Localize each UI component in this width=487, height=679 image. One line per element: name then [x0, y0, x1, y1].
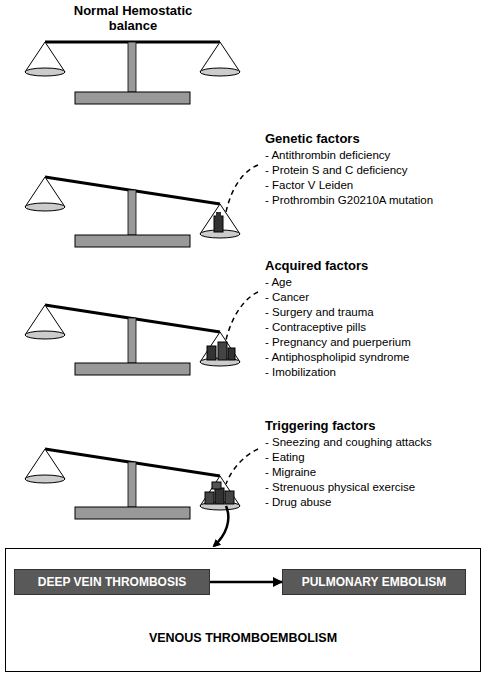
- factor-item: - Imobilization: [265, 365, 336, 380]
- tilted-scale: [25, 177, 240, 247]
- factor-item: - Pregnancy and puerperium: [265, 335, 411, 350]
- factor-item: - Prothrombin G20210A mutation: [265, 193, 433, 208]
- factor-item: - Surgery and trauma: [265, 305, 374, 320]
- factor-item: - Migraine: [265, 465, 316, 480]
- factor-heading: Acquired factors: [265, 258, 368, 273]
- factor-item: - Strenuous physical exercise: [265, 480, 415, 495]
- factor-item: - Sneezing and coughing attacks: [265, 435, 432, 450]
- factor-item: - Factor V Leiden: [265, 178, 353, 193]
- factor-heading: Triggering factors: [265, 418, 376, 433]
- flow-arrow: [210, 581, 282, 584]
- leader-line: [226, 449, 258, 484]
- process-box: PULMONARY EMBOLISM: [282, 569, 466, 595]
- factor-item: - Eating: [265, 450, 305, 465]
- tilted-scale: [25, 305, 240, 375]
- diagram-title: Normal Hemostatic balance: [66, 3, 200, 33]
- leader-line: [226, 165, 258, 212]
- factor-item: - Cancer: [265, 290, 309, 305]
- factor-item: - Age: [265, 275, 292, 290]
- process-box: DEEP VEIN THROMBOSIS: [14, 569, 210, 595]
- leader-line: [226, 292, 258, 340]
- factor-item: - Contraceptive pills: [265, 320, 366, 335]
- factor-item: - Protein S and C deficiency: [265, 163, 408, 178]
- node-text: VENOUS THROMBOEMBOLISM: [6, 631, 480, 645]
- level-scale: [25, 42, 240, 104]
- factor-item: - Antiphospholipid syndrome: [265, 350, 409, 365]
- node-text: PULMONARY EMBOLISM: [302, 575, 447, 589]
- outcome-box: VENOUS THROMBOEMBOLISM DEEP VEIN THROMBOS…: [5, 548, 481, 672]
- tilted-scale: [25, 449, 240, 519]
- factor-item: - Antithrombin deficiency: [265, 148, 390, 163]
- factor-item: - Drug abuse: [265, 495, 331, 510]
- factor-heading: Genetic factors: [265, 131, 360, 146]
- result-arrow: [214, 506, 228, 546]
- node-text: DEEP VEIN THROMBOSIS: [38, 575, 186, 589]
